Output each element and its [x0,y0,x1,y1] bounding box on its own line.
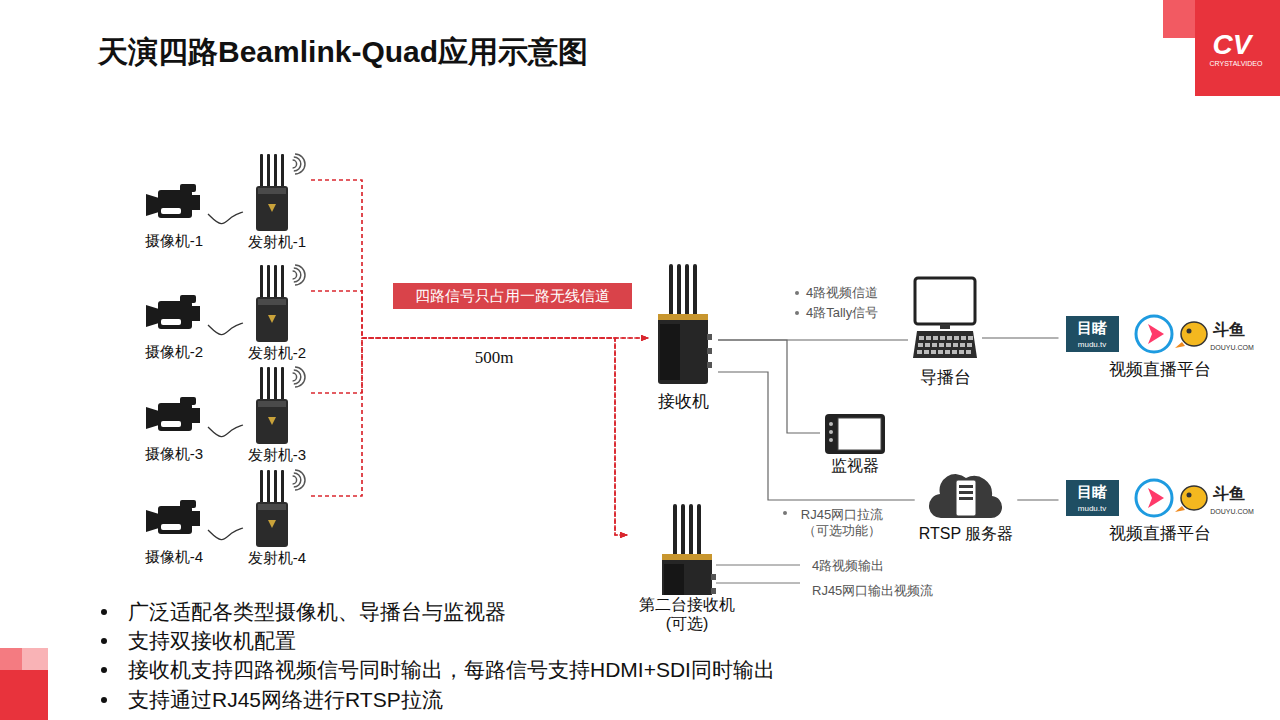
signal-line [1017,499,1058,500]
bullet-dot [101,667,107,673]
logo-mark: CV [1213,27,1252,62]
corner-square [0,648,22,670]
node-label: 摄像机-3 [144,445,204,463]
node-label: 发射机-4 [247,549,307,567]
camera-icon [144,295,204,343]
bullet-dot [101,638,107,644]
wireless-link [311,338,627,535]
tx-icon [247,365,307,446]
feature-bullet: 支持双接收机配置 [128,628,296,654]
node-label: 第二台接收机 (可选) [631,595,743,633]
cloud-icon [928,466,1004,524]
bullet-dot [795,291,799,295]
receiver: 接收机 [648,262,718,412]
bullet-dot [101,697,107,703]
bullet-dot [783,511,787,515]
signal-line [718,372,915,500]
node-label: RTSP 服务器 [919,524,1014,543]
camera-cable [208,528,243,540]
node-label: 监视器 [824,456,886,475]
node-label: 发射机-3 [247,446,307,464]
monitor: 监视器 [820,413,890,475]
switcher-console: 导播台 [908,276,982,388]
node-label: 视频直播平台 [1063,360,1258,380]
wireless-link [311,338,627,535]
tx-icon [247,263,307,344]
logo-text: mudu.tv [1078,340,1106,350]
title: 天演四路Beamlink-Quad应用示意图 [98,34,588,70]
camera: 摄像机-2 [140,295,208,361]
camera-icon [144,184,204,232]
channel-note: 4路Tally信号 [806,305,878,321]
rx-icon [656,502,718,595]
signal-line [718,340,820,433]
tx-icon [247,152,307,233]
channel-note: 4路视频信道 [806,285,878,301]
transmitter: 发射机-4 [243,468,311,567]
node-label: 发射机-1 [247,233,307,251]
logo-text: 目睹 [1077,483,1107,502]
feature-bullet: 广泛适配各类型摄像机、导播台与监视器 [128,599,506,625]
camera: 摄像机-4 [140,500,208,566]
transmitter: 发射机-2 [243,263,311,362]
tx-icon [247,468,307,549]
feature-bullet: 支持通过RJ45网络进行RTSP拉流 [128,687,443,713]
bullet-dot [795,311,799,315]
wireless-link [311,180,627,535]
wireless-link [311,291,627,535]
logo-text: 目睹 [1077,319,1107,338]
camera: 摄像机-3 [140,397,208,463]
camera-cable [208,323,243,335]
camera-cable [208,425,243,437]
node-label: 发射机-2 [247,344,307,362]
rtsp-note: RJ45网口拉流 （可选功能） [794,507,890,540]
rx-icon [652,262,714,392]
node-label: 摄像机-2 [144,343,204,361]
console-icon [912,276,978,368]
camera-icon [144,397,204,445]
rtsp-server: RTSP 服务器 [915,466,1018,543]
node-label: 导播台 [912,368,978,388]
signal-banner: 四路信号只占用一路无线信道 [393,283,632,309]
distance: 500m [475,347,514,368]
signal-line [982,337,1059,338]
corner-square [22,648,48,670]
monitor-icon [824,413,886,456]
feature-bullet: 接收机支持四路视频信号同时输出，每路信号支持HDMI+SDI同时输出 [128,657,775,683]
logo-text: 斗鱼 [1213,320,1245,340]
node-label: 视频直播平台 [1063,524,1258,544]
second-receiver: 第二台接收机 (可选) [627,502,747,633]
camera-cable [208,212,243,224]
transmitter: 发射机-1 [243,152,311,251]
logo-text: CRYSTALVIDEO [1210,60,1263,69]
corner-square [0,670,48,720]
camera: 摄像机-1 [140,184,208,250]
output-line [716,583,800,584]
logo-text: 斗鱼 [1213,484,1245,504]
output-note: RJ45网口输出视频流 [812,583,933,599]
logo-block [1195,0,1280,96]
banner-text: 四路信号只占用一路无线信道 [415,287,610,305]
output-note: 4路视频输出 [812,558,884,574]
transmitter: 发射机-3 [243,365,311,464]
logo-text: mudu.tv [1078,504,1106,514]
node-label: 接收机 [652,392,714,412]
node-label: 摄像机-4 [144,548,204,566]
logo-text: DOUYU.COM [1210,508,1254,517]
camera-icon [144,500,204,548]
node-label: 摄像机-1 [144,232,204,250]
output-line [716,565,800,566]
bullet-dot [101,609,107,615]
logo-text: DOUYU.COM [1210,344,1254,353]
